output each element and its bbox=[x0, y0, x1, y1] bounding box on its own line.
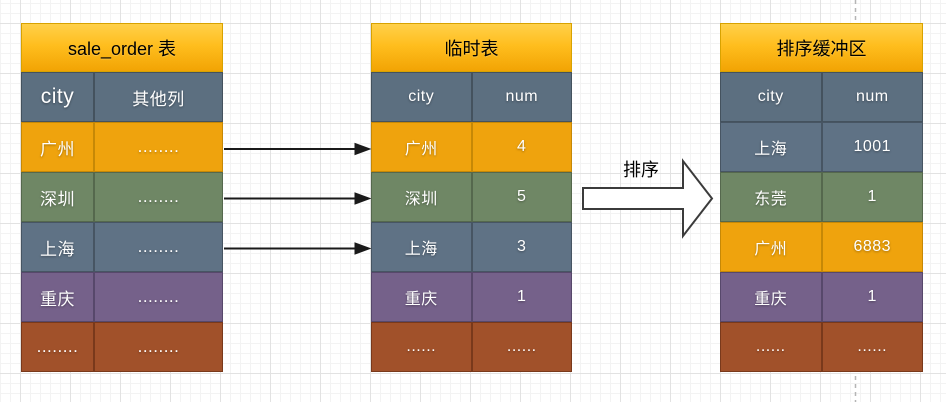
column-header-cell: num bbox=[821, 72, 923, 122]
table-cell: 广州 bbox=[21, 122, 94, 172]
table-cell: 重庆 bbox=[21, 272, 94, 322]
table-cell: ........ bbox=[94, 272, 223, 322]
table-cell: ........ bbox=[94, 122, 223, 172]
table-cell: 6883 bbox=[821, 222, 923, 272]
table-cell: 3 bbox=[471, 222, 572, 272]
table-row: 上海 3 bbox=[371, 222, 572, 272]
table-row: 重庆 1 bbox=[371, 272, 572, 322]
table-cell: 5 bbox=[471, 172, 572, 222]
row-arrow-shenzhen bbox=[224, 192, 372, 205]
table-cell: 4 bbox=[471, 122, 572, 172]
table-cell: ...... bbox=[371, 322, 472, 372]
column-header-row: city num bbox=[720, 72, 923, 122]
table-row: 深圳 5 bbox=[371, 172, 572, 222]
table-cell: ........ bbox=[94, 172, 223, 222]
table-row: 广州 ........ bbox=[21, 122, 223, 172]
column-header-row: city num bbox=[371, 72, 572, 122]
table-cell: 1 bbox=[821, 172, 923, 222]
table-cell: 广州 bbox=[720, 222, 822, 272]
table-cell: 东莞 bbox=[720, 172, 822, 222]
table-cell: 上海 bbox=[21, 222, 94, 272]
column-header-row: city 其他列 bbox=[21, 72, 223, 122]
table-row: ...... ...... bbox=[720, 322, 923, 372]
table-title: 排序缓冲区 bbox=[720, 23, 923, 72]
table-cell: 1 bbox=[821, 272, 923, 322]
table-cell: ...... bbox=[471, 322, 572, 372]
table-cell: 重庆 bbox=[371, 272, 472, 322]
row-arrow-guangzhou bbox=[224, 142, 372, 156]
column-header-cell: city bbox=[371, 72, 472, 122]
table-row: 深圳 ........ bbox=[21, 172, 223, 222]
table-row: 重庆 ........ bbox=[21, 272, 223, 322]
sort-arrow-label: 排序 bbox=[623, 160, 659, 180]
table-cell: 上海 bbox=[371, 222, 472, 272]
table-cell: 深圳 bbox=[371, 172, 472, 222]
column-header-cell: city bbox=[720, 72, 822, 122]
table-cell: ...... bbox=[821, 322, 923, 372]
table-cell: 上海 bbox=[720, 122, 822, 172]
table-cell: 广州 bbox=[371, 122, 472, 172]
table-row: 上海 ........ bbox=[21, 222, 223, 272]
table-title: 临时表 bbox=[371, 23, 572, 72]
table-temp: 临时表 city num 广州 4 深圳 5 上海 3 重庆 1 ...... … bbox=[371, 23, 572, 372]
sort-arrow bbox=[582, 158, 714, 239]
table-row: 广州 6883 bbox=[720, 222, 923, 272]
column-header-cell: city bbox=[21, 72, 94, 122]
column-header-cell: 其他列 bbox=[94, 72, 223, 122]
table-cell: 重庆 bbox=[720, 272, 822, 322]
table-cell: 1 bbox=[471, 272, 572, 322]
table-sale-order: sale_order 表 city 其他列 广州 ........ 深圳 ...… bbox=[21, 23, 223, 372]
table-row: 东莞 1 bbox=[720, 172, 923, 222]
table-sort-buffer: 排序缓冲区 city num 上海 1001 东莞 1 广州 6883 重庆 1… bbox=[720, 23, 923, 372]
table-row: ...... ...... bbox=[371, 322, 572, 372]
table-cell: 深圳 bbox=[21, 172, 94, 222]
table-row: 上海 1001 bbox=[720, 122, 923, 172]
column-header-cell: num bbox=[471, 72, 572, 122]
table-cell: ........ bbox=[94, 222, 223, 272]
row-arrow-shanghai bbox=[224, 242, 372, 255]
table-row: 重庆 1 bbox=[720, 272, 923, 322]
table-title: sale_order 表 bbox=[21, 23, 223, 72]
table-row: 广州 4 bbox=[371, 122, 572, 172]
table-row: ........ ........ bbox=[21, 322, 223, 372]
table-cell: 1001 bbox=[821, 122, 923, 172]
table-cell: ........ bbox=[21, 322, 94, 372]
table-cell: ...... bbox=[720, 322, 822, 372]
table-cell: ........ bbox=[94, 322, 223, 372]
